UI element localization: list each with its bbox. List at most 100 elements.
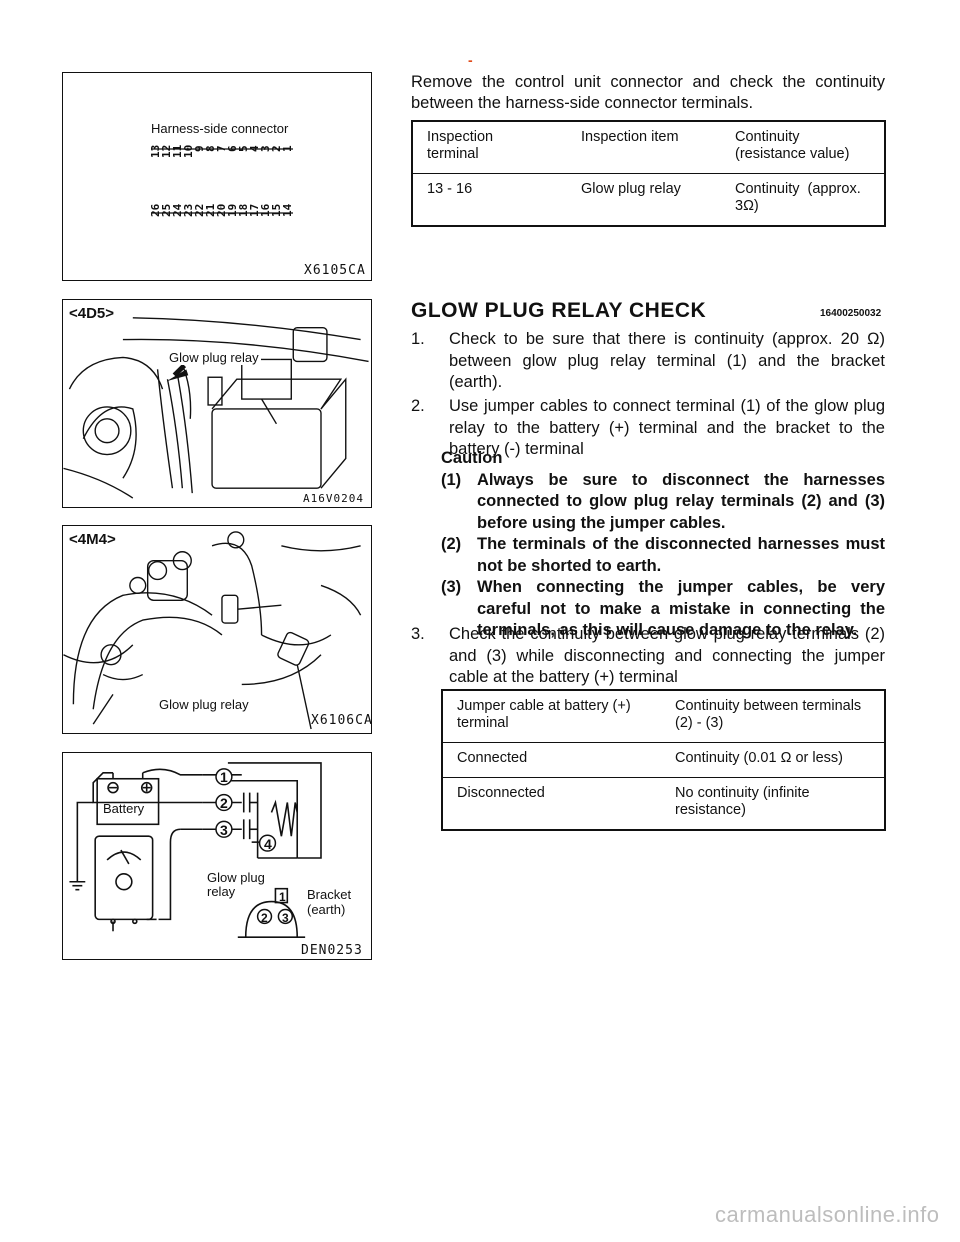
figure-label: Glow plug relay xyxy=(157,697,251,712)
table-cell: Connected xyxy=(441,742,661,778)
pin-column: 5 18 xyxy=(237,145,250,217)
step-text: Check the continuity between glow plug r… xyxy=(449,625,885,686)
pin-number-top: 2 xyxy=(270,145,283,152)
pin-number-top: 11 xyxy=(171,145,184,159)
table-row: Connected Continuity (0.01 Ω or less) xyxy=(441,742,886,778)
step-text: Use jumper cables to connect terminal (1… xyxy=(449,397,885,458)
caution-text: When connecting the jumper cables, be ve… xyxy=(477,578,885,639)
pin-column: 3 16 xyxy=(259,145,272,217)
table-header-cell: Jumper cable at battery (+) terminal xyxy=(441,689,661,743)
caution-number: (1) xyxy=(441,470,462,489)
caution-text: Always be sure to disconnect the harness… xyxy=(477,470,885,532)
figure-label: Glow plug relay xyxy=(167,350,261,365)
pin-number-top: 4 xyxy=(248,145,261,152)
table-cell: 13 - 16 xyxy=(411,173,567,227)
caution-item: (2) The terminals of the disconnected ha… xyxy=(441,534,885,577)
figure-relay-circuit: Battery 1 2 3 4 1 2 3 Glow plug relay Br… xyxy=(62,752,372,960)
pin-number-top: 1 xyxy=(281,145,294,152)
pin-number-top: 12 xyxy=(160,145,173,159)
table-row: 13 - 16 Glow plug relay Continuity (appr… xyxy=(411,173,886,227)
figure-4d5: <4D5> Glow plug relay A16V0204 xyxy=(62,299,372,508)
relay-terminal-3: 3 xyxy=(282,911,289,925)
table-header-row: Jumper cable at battery (+) terminal Con… xyxy=(441,689,886,743)
pin-number-top: 8 xyxy=(204,145,217,152)
pin-number-bottom: 15 xyxy=(270,203,283,217)
pin-number-bottom: 16 xyxy=(259,203,272,217)
pin-number-bottom: 17 xyxy=(248,203,261,217)
caution-number: (2) xyxy=(441,535,462,553)
glow-plug-relay-label: Glow plug relay xyxy=(207,870,265,899)
pin-column: 13 26 xyxy=(149,145,162,217)
pin-number-top: 7 xyxy=(215,145,228,152)
step-number: 2. xyxy=(411,397,425,415)
table-row: Disconnected No continuity (infinite res… xyxy=(441,777,886,831)
inspection-table: Inspection terminal Inspection item Cont… xyxy=(411,120,886,227)
caution-title: Caution xyxy=(441,449,503,467)
pin-column: 1 14 xyxy=(281,145,294,217)
pin-number-top: 6 xyxy=(226,145,239,152)
step-number: 3. xyxy=(411,625,425,643)
pin-number-top: 5 xyxy=(237,145,250,152)
table-header-cell: Continuity between terminals (2) - (3) xyxy=(661,689,886,743)
figure-4m4: <4M4> Glow plug relay X6106CA xyxy=(62,525,372,734)
intro-text: Remove the control unit connector and ch… xyxy=(411,73,885,112)
terminal-1-label: 1 xyxy=(220,769,228,785)
step-2: 2. Use jumper cables to connect terminal… xyxy=(411,396,885,461)
table-cell: No continuity (infinite resistance) xyxy=(661,777,886,831)
step-1: 1. Check to be sure that there is contin… xyxy=(411,329,885,394)
table-header-cell: Inspection terminal xyxy=(411,120,567,174)
relay-terminal-2: 2 xyxy=(261,911,268,925)
pin-number-top: 3 xyxy=(259,145,272,152)
pin-number-top: 13 xyxy=(149,145,162,159)
figure-label: Harness-side connector xyxy=(151,121,289,136)
circuit-diagram xyxy=(69,762,322,939)
bracket-label: Bracket (earth) xyxy=(307,887,352,917)
pin-column: 2 15 xyxy=(270,145,283,217)
terminal-4-label: 4 xyxy=(264,836,272,852)
pin-number-bottom: 26 xyxy=(149,203,162,217)
caution-number: (3) xyxy=(441,578,462,596)
battery-label: Battery xyxy=(103,801,145,816)
relay-terminal-1: 1 xyxy=(279,890,286,904)
table-cell: Continuity (0.01 Ω or less) xyxy=(661,742,886,778)
table-cell: Glow plug relay xyxy=(567,173,721,227)
section-title: GLOW PLUG RELAY CHECK xyxy=(411,299,707,322)
pin-number-top: 9 xyxy=(193,145,206,152)
step-number: 1. xyxy=(411,330,425,348)
caution-item: (1) Always be sure to disconnect the har… xyxy=(441,470,885,535)
pin-number-bottom: 24 xyxy=(171,203,184,217)
pin-column: 7 20 xyxy=(215,145,228,217)
pin-column: 11 24 xyxy=(171,145,184,217)
pin-number-bottom: 21 xyxy=(204,203,217,217)
pin-number-bottom: 20 xyxy=(215,203,228,217)
pin-column: 9 22 xyxy=(193,145,206,217)
figure-code: A16V0204 xyxy=(303,492,364,505)
pin-number-bottom: 19 xyxy=(226,203,239,217)
table-header-row: Inspection terminal Inspection item Cont… xyxy=(411,120,886,174)
figure-tag: <4M4> xyxy=(69,531,116,548)
pin-number-bottom: 18 xyxy=(237,203,250,217)
figure-code: X6105CA xyxy=(304,263,366,278)
pin-number-bottom: 22 xyxy=(193,203,206,217)
caution-block: Caution (1) Always be sure to disconnect… xyxy=(441,448,885,642)
pin-column: 4 17 xyxy=(248,145,261,217)
page-mark: - xyxy=(468,52,473,68)
terminal-3-label: 3 xyxy=(220,822,228,838)
pin-column: 6 19 xyxy=(226,145,239,217)
pin-number-top: 10 xyxy=(182,145,195,159)
jumper-continuity-table: Jumper cable at battery (+) terminal Con… xyxy=(441,689,886,831)
table-header-cell: Continuity (resistance value) xyxy=(721,120,886,174)
terminal-2-label: 2 xyxy=(220,795,228,811)
table-cell: Continuity (approx. 3Ω) xyxy=(721,173,886,227)
pin-number-bottom: 14 xyxy=(281,203,294,217)
section-code: 16400250032 xyxy=(820,308,882,319)
figure-code: X6106CA xyxy=(311,713,373,728)
caution-item: (3) When connecting the jumper cables, b… xyxy=(441,577,885,642)
figure-harness-connector: Harness-side connector 1 14 2 15 3 16 4 17 5 18 6 1… xyxy=(62,72,372,281)
engine-bay-illustration xyxy=(63,317,369,499)
watermark: carmanualsonline.info xyxy=(715,1202,940,1227)
